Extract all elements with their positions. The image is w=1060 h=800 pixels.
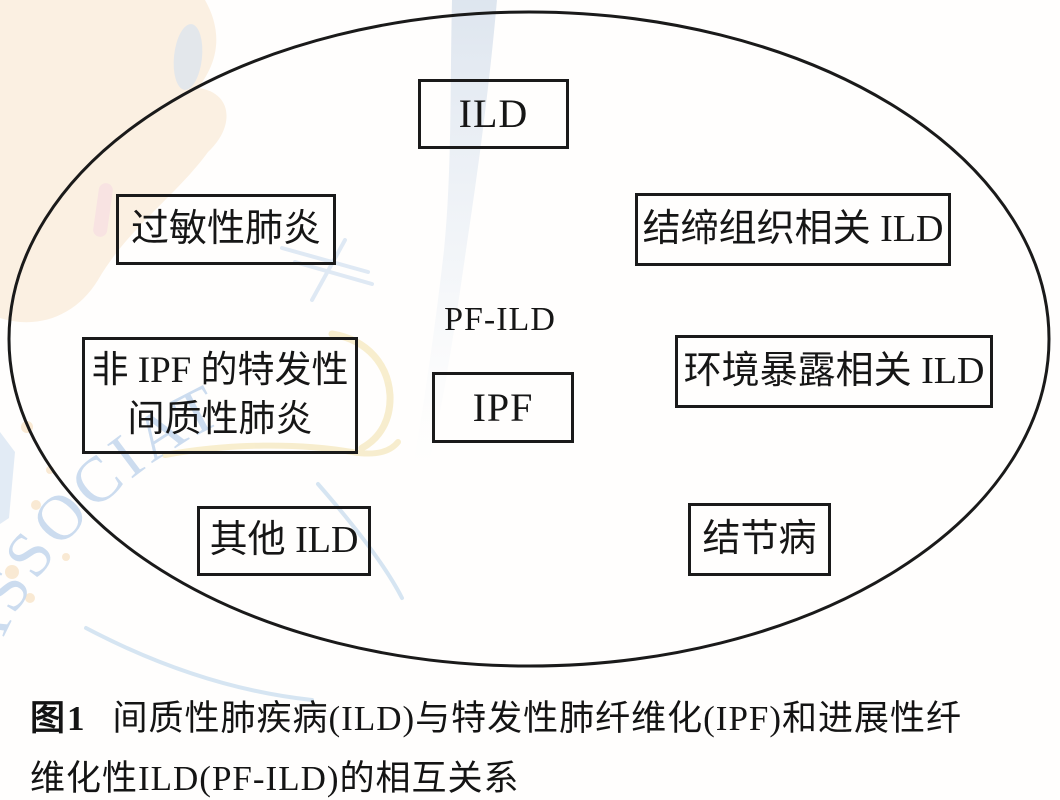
node-hypersensitivity-pneumonitis: 过敏性肺炎 <box>116 194 336 265</box>
figure-caption-line2: 维化性ILD(PF-ILD)的相互关系 <box>30 750 520 800</box>
watermark-dots-icon <box>5 421 70 603</box>
node-ctd-ild-label: 结缔组织相关 ILD <box>642 207 944 250</box>
node-ipf-label: IPF <box>472 384 534 430</box>
node-non-ipf-iip-label-line1: 非 IPF 的特发性 <box>91 350 349 392</box>
node-ild-label: ILD <box>458 91 529 136</box>
watermark-pink-streak-icon <box>93 183 113 237</box>
node-hypersensitivity-pneumonitis-label: 过敏性肺炎 <box>130 207 321 250</box>
figure-caption-line2-text: 维化性ILD(PF-ILD)的相互关系 <box>30 759 520 798</box>
node-other-ild-label: 其他 ILD <box>209 519 359 562</box>
watermark-yellow-curl-icon <box>162 330 401 458</box>
ild-universe-ellipse <box>7 10 1051 668</box>
watermark-map-icon <box>0 0 227 323</box>
node-ipf: IPF <box>432 372 574 443</box>
watermark-blue-lines-icon <box>280 238 374 302</box>
label-pf-ild: PF-ILD <box>432 301 568 338</box>
figure-caption-line1-text: 间质性肺疾病(ILD)与特发性肺纤维化(IPF)和进展性纤 <box>112 699 963 738</box>
node-env-exposure-ild: 环境暴露相关 ILD <box>675 335 993 408</box>
label-pf-ild-text: PF-ILD <box>444 301 556 338</box>
node-non-ipf-iip: 非 IPF 的特发性 间质性肺炎 <box>82 337 358 454</box>
node-env-exposure-ild-label: 环境暴露相关 ILD <box>683 349 985 392</box>
node-ild: ILD <box>418 79 569 149</box>
figure-caption-tag: 图1 <box>30 699 87 738</box>
watermark-blue-patch-icon <box>173 24 203 90</box>
node-non-ipf-iip-label-line2: 间质性肺炎 <box>127 398 313 440</box>
node-sarcoidosis: 结节病 <box>688 503 831 576</box>
node-sarcoidosis-label: 结节病 <box>702 517 817 560</box>
watermark-edge-wedge-icon <box>0 432 15 524</box>
node-ctd-ild: 结缔组织相关 ILD <box>635 193 951 266</box>
figure-caption-line1: 图1 间质性肺疾病(ILD)与特发性肺纤维化(IPF)和进展性纤 <box>30 690 962 741</box>
node-other-ild: 其他 ILD <box>197 506 371 576</box>
watermark-swoosh-icon <box>412 0 497 470</box>
